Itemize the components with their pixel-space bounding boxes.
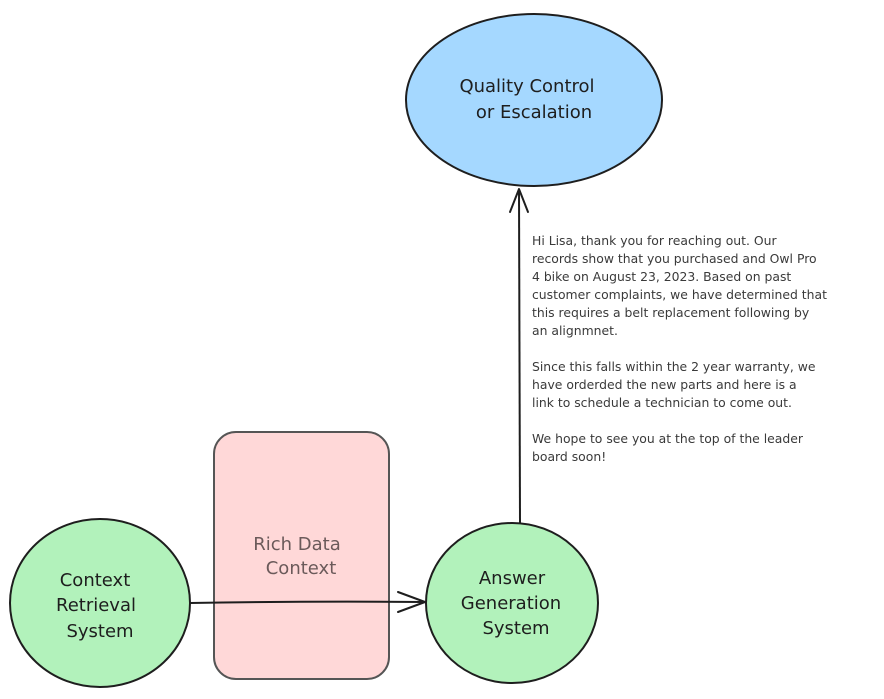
rich-data-context-shape xyxy=(213,431,390,680)
quality-control-label-line1: Quality Control xyxy=(459,76,594,97)
answer-generation-label-line1: Answer xyxy=(479,568,546,589)
context-to-answer-arrowhead-icon xyxy=(397,591,426,613)
answer-to-quality-arrowhead-icon xyxy=(509,188,529,213)
rich-data-context-node: Rich Data Context xyxy=(213,431,390,680)
context-retrieval-node: Context Retrieval System xyxy=(9,518,191,688)
answer-generation-label-line3: System xyxy=(482,618,549,639)
quality-control-shape xyxy=(405,13,663,187)
answer-generation-shape xyxy=(425,522,599,684)
rich-data-context-label-line2: Context xyxy=(266,558,337,579)
context-retrieval-label-line3: System xyxy=(66,621,133,642)
answer-to-quality-arrow-line xyxy=(518,189,521,524)
generated-answer-text: Hi Lisa, thank you for reaching out. Our… xyxy=(532,232,882,484)
answer-generation-node: Answer Generation System xyxy=(425,522,599,684)
answer-paragraph-1: Hi Lisa, thank you for reaching out. Our… xyxy=(532,233,827,338)
rich-data-context-label-line1: Rich Data xyxy=(253,534,341,555)
context-retrieval-label-line2: Retrieval xyxy=(56,595,136,616)
context-retrieval-label-line1: Context xyxy=(60,570,131,591)
answer-paragraph-3: We hope to see you at the top of the lea… xyxy=(532,431,803,464)
context-to-answer-arrow-line xyxy=(189,600,425,604)
answer-generation-label-line2: Generation xyxy=(461,593,561,614)
quality-control-label-line2: or Escalation xyxy=(476,102,592,123)
answer-to-quality-arrow xyxy=(509,188,529,524)
context-to-answer-arrow xyxy=(189,591,426,613)
quality-control-node: Quality Control or Escalation xyxy=(405,13,663,187)
answer-paragraph-2: Since this falls within the 2 year warra… xyxy=(532,359,816,410)
